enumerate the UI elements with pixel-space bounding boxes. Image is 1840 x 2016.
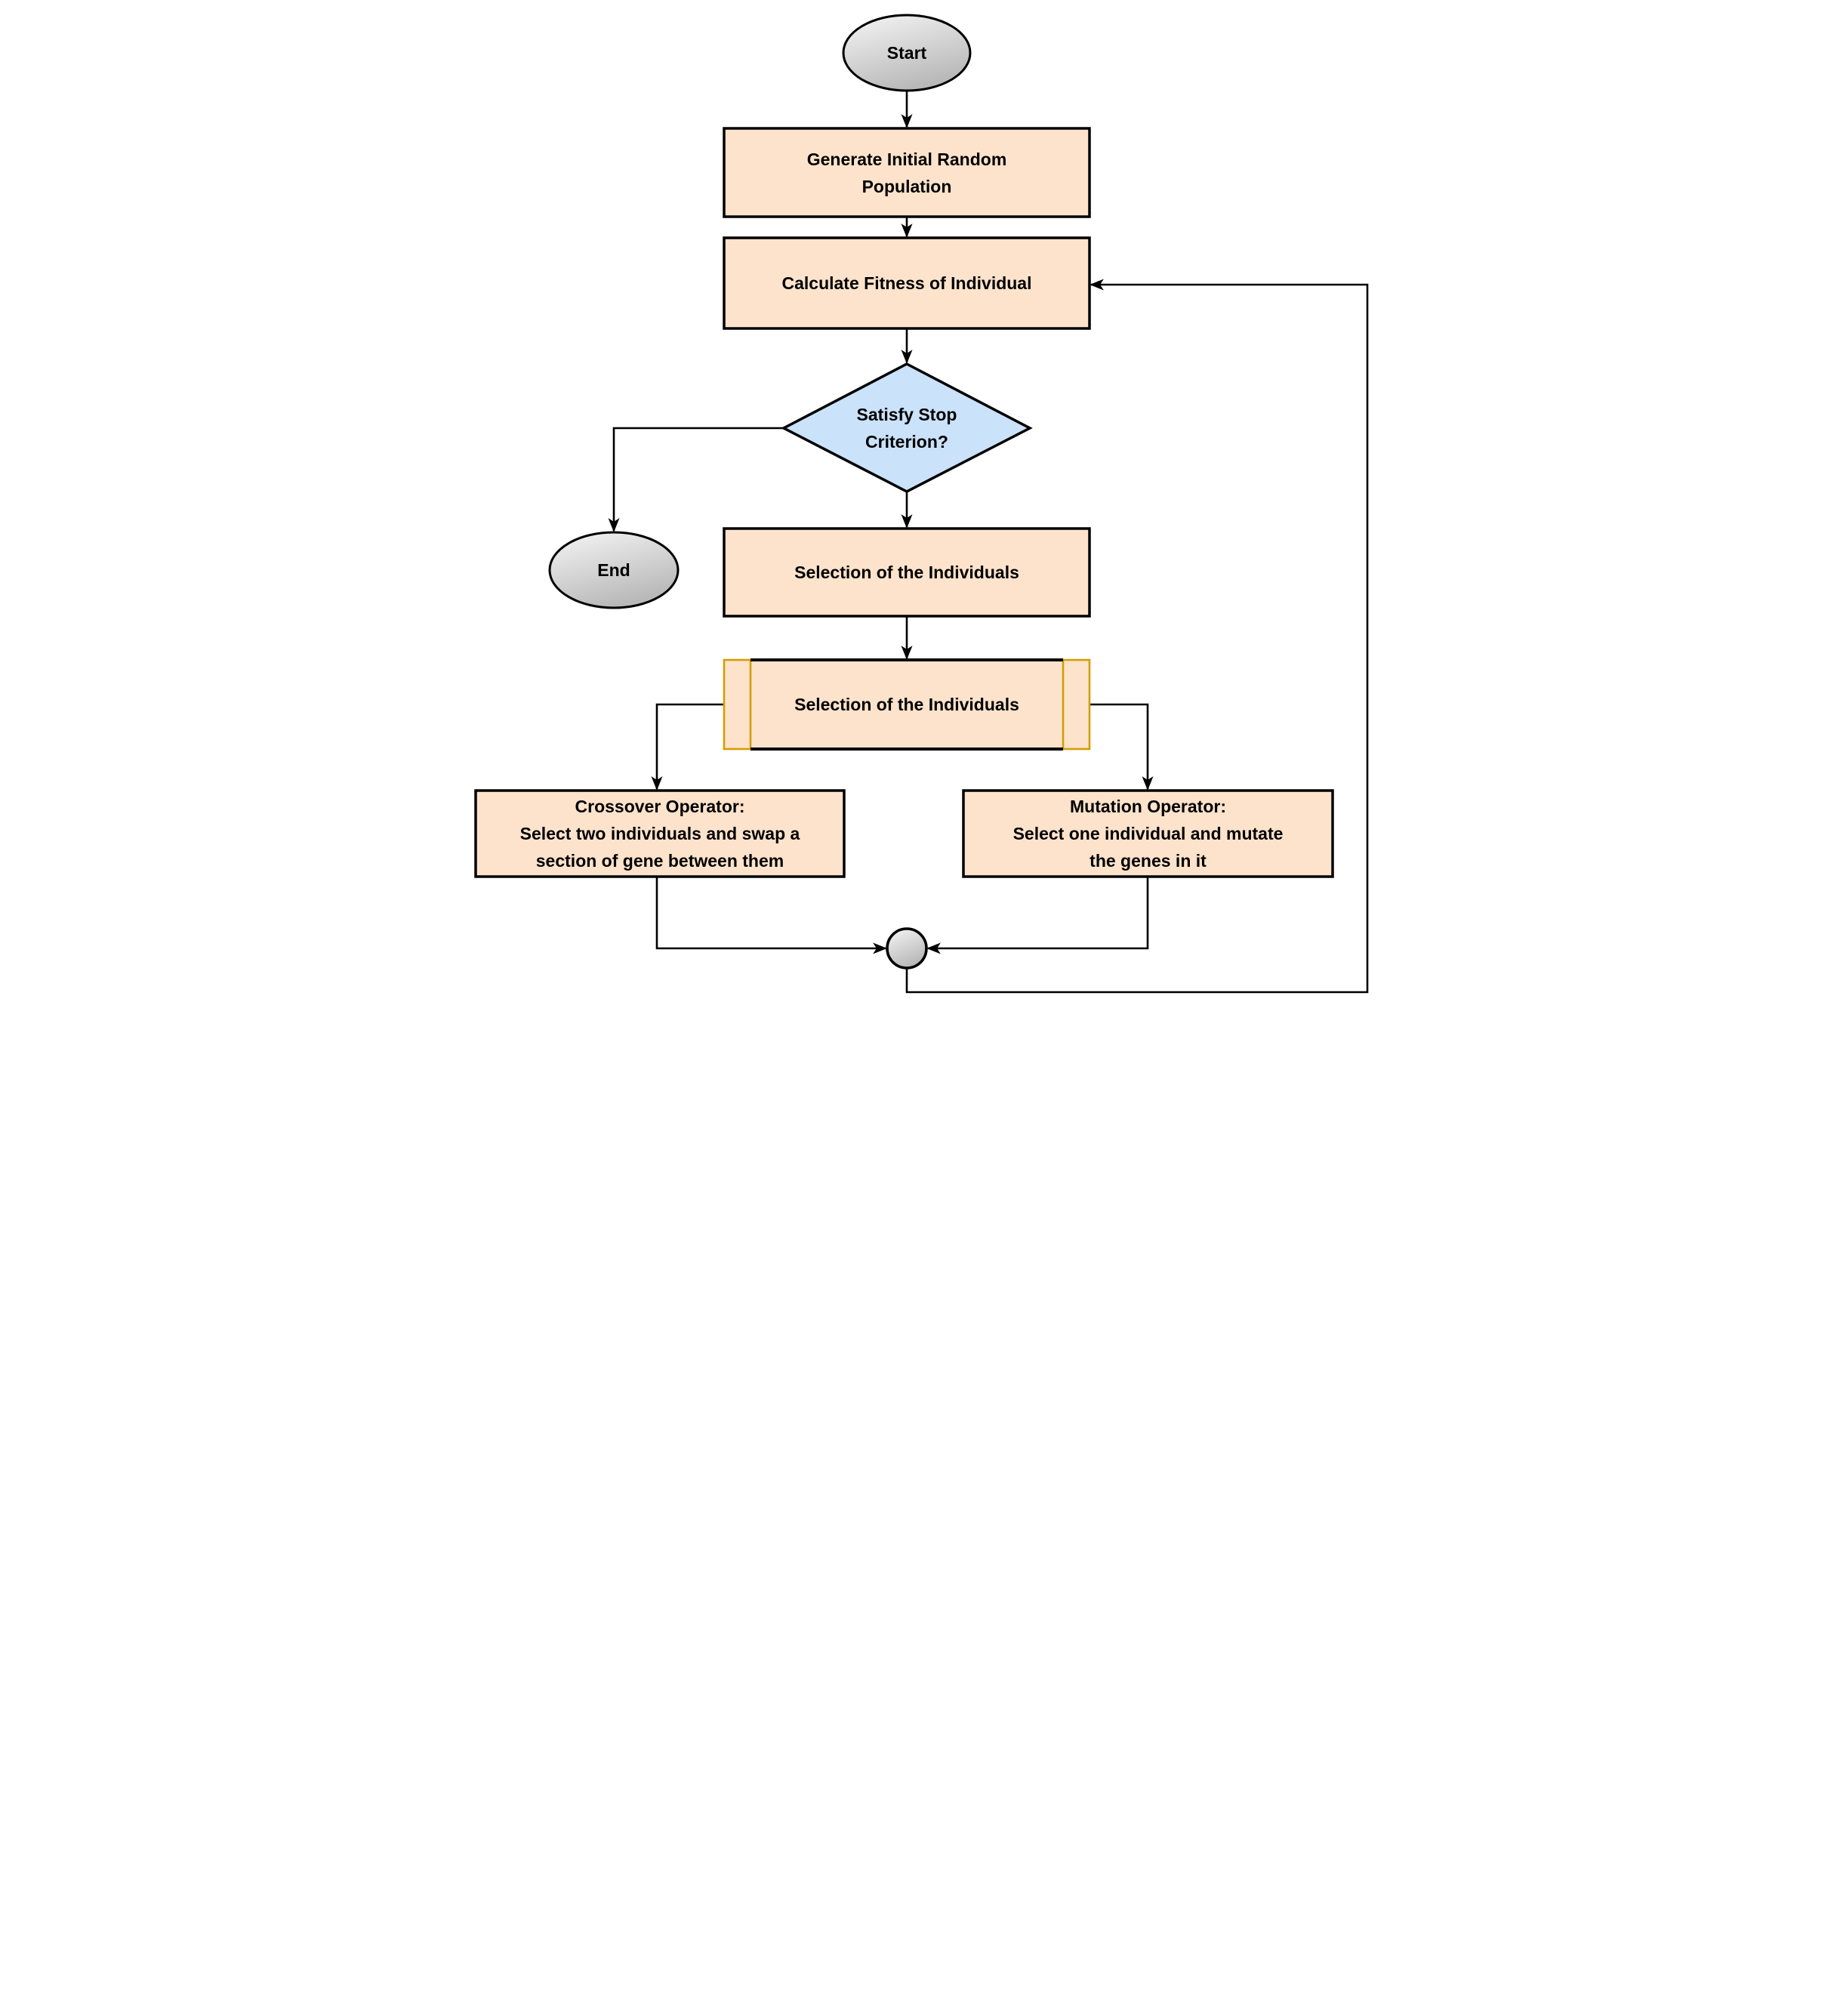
mutation-shape xyxy=(962,789,1334,878)
end-terminator-shape xyxy=(548,531,680,609)
edge-mutation-to-join xyxy=(926,877,1149,954)
selection2-outer xyxy=(723,658,1091,751)
edge-join-to-fitness-feedback xyxy=(905,279,1369,994)
crossover-shape xyxy=(474,789,846,878)
calculate-fitness-shape xyxy=(723,236,1091,330)
edge-decision-to-end xyxy=(608,427,784,532)
start-terminator-shape xyxy=(842,14,972,92)
edge-selection2-to-crossover xyxy=(651,703,724,791)
flowchart-drawing xyxy=(474,14,1369,994)
stop-criterion-shape xyxy=(781,362,1033,493)
flowchart-canvas: Start Generate Initial Random Population… xyxy=(460,0,1380,1008)
edge-crossover-to-join xyxy=(655,877,887,954)
selection1-shape xyxy=(723,527,1091,618)
join-connector-shape xyxy=(886,927,928,969)
edge-selection2-to-mutation xyxy=(1090,703,1154,791)
selection2-shape xyxy=(723,658,1091,751)
generate-population-shape xyxy=(723,127,1091,218)
